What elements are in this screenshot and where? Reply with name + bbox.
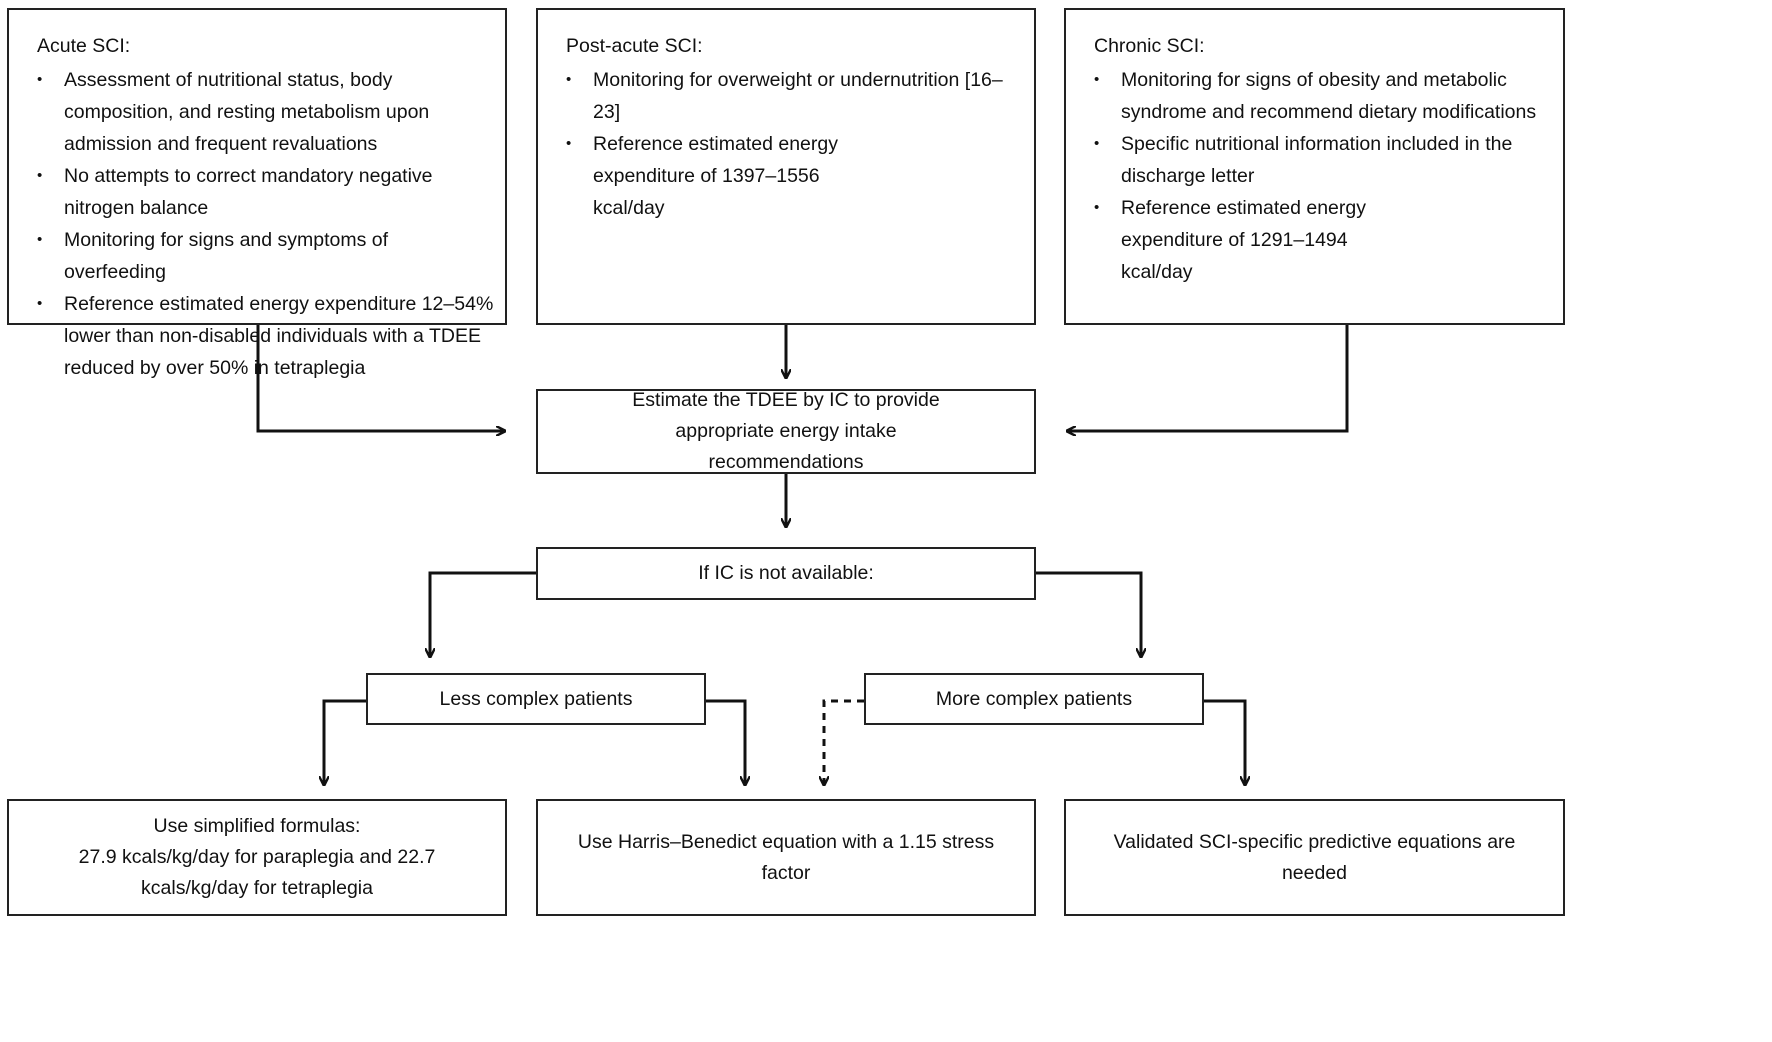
arrow-if-to-less: [430, 571, 536, 657]
validated-equations-text: Validated SCI-specific predictive equati…: [1113, 830, 1516, 884]
arrow-more-to-validated: [1204, 699, 1245, 785]
more-complex-text: More complex patients: [935, 687, 1133, 710]
if-ic-not-available-box: If IC is not available:: [536, 547, 1036, 600]
simplified-formulas-title: Use simplified formulas:: [153, 815, 361, 837]
arrow-less-to-harris: [706, 699, 745, 785]
acute-sci-title: Acute SCI:: [37, 35, 131, 57]
list-item: Monitoring for signs and symptoms of ove…: [37, 224, 481, 288]
acute-sci-list: Assessment of nutritional status, body c…: [37, 64, 493, 384]
list-item: Reference estimated energy expenditure 1…: [37, 288, 494, 384]
arrow-less-to-simplified: [324, 699, 366, 785]
estimate-tdee-text: Estimate the TDEE by IC to provide appro…: [632, 389, 940, 473]
post-acute-sci-title: Post-acute SCI:: [566, 35, 703, 57]
estimate-tdee-box: Estimate the TDEE by IC to provide appro…: [536, 389, 1036, 474]
list-item: Monitoring for overweight or undernutrit…: [566, 64, 1010, 128]
post-acute-sci-box: Post-acute SCI: Monitoring for overweigh…: [536, 8, 1036, 325]
chronic-sci-title: Chronic SCI:: [1094, 35, 1205, 57]
less-complex-box: Less complex patients: [366, 673, 706, 725]
arrow-acute-to-estimate: [256, 325, 505, 431]
chronic-sci-list: Monitoring for signs of obesity and meta…: [1094, 64, 1539, 288]
arrow-if-to-more: [1036, 571, 1141, 657]
list-item: No attempts to correct mandatory negativ…: [37, 160, 454, 224]
list-item: Reference estimated energy expenditure o…: [566, 128, 893, 224]
post-acute-sci-list: Monitoring for overweight or undernutrit…: [566, 64, 1010, 224]
chronic-sci-box: Chronic SCI: Monitoring for signs of obe…: [1064, 8, 1565, 325]
list-item: Reference estimated energy expenditure o…: [1094, 192, 1421, 288]
harris-benedict-box: Use Harris–Benedict equation with a 1.15…: [536, 799, 1036, 916]
list-item: Monitoring for signs of obesity and meta…: [1094, 64, 1541, 128]
more-complex-box: More complex patients: [864, 673, 1204, 725]
less-complex-text: Less complex patients: [439, 687, 633, 710]
acute-sci-box: Acute SCI: Assessment of nutritional sta…: [7, 8, 507, 379]
list-item: Specific nutritional information include…: [1094, 128, 1551, 192]
simplified-formulas-box: Use simplified formulas: 27.9 kcals/kg/d…: [7, 799, 507, 916]
harris-benedict-text: Use Harris–Benedict equation with a 1.15…: [577, 830, 995, 884]
if-ic-not-available-text: If IC is not available:: [698, 562, 874, 584]
arrow-chronic-to-estimate: [1067, 325, 1349, 431]
simplified-formulas-body: 27.9 kcals/kg/day for paraplegia and 22.…: [78, 846, 436, 899]
validated-equations-box: Validated SCI-specific predictive equati…: [1064, 799, 1565, 916]
arrow-more-to-harris-dashed: [824, 699, 864, 785]
list-item: Assessment of nutritional status, body c…: [37, 64, 474, 160]
